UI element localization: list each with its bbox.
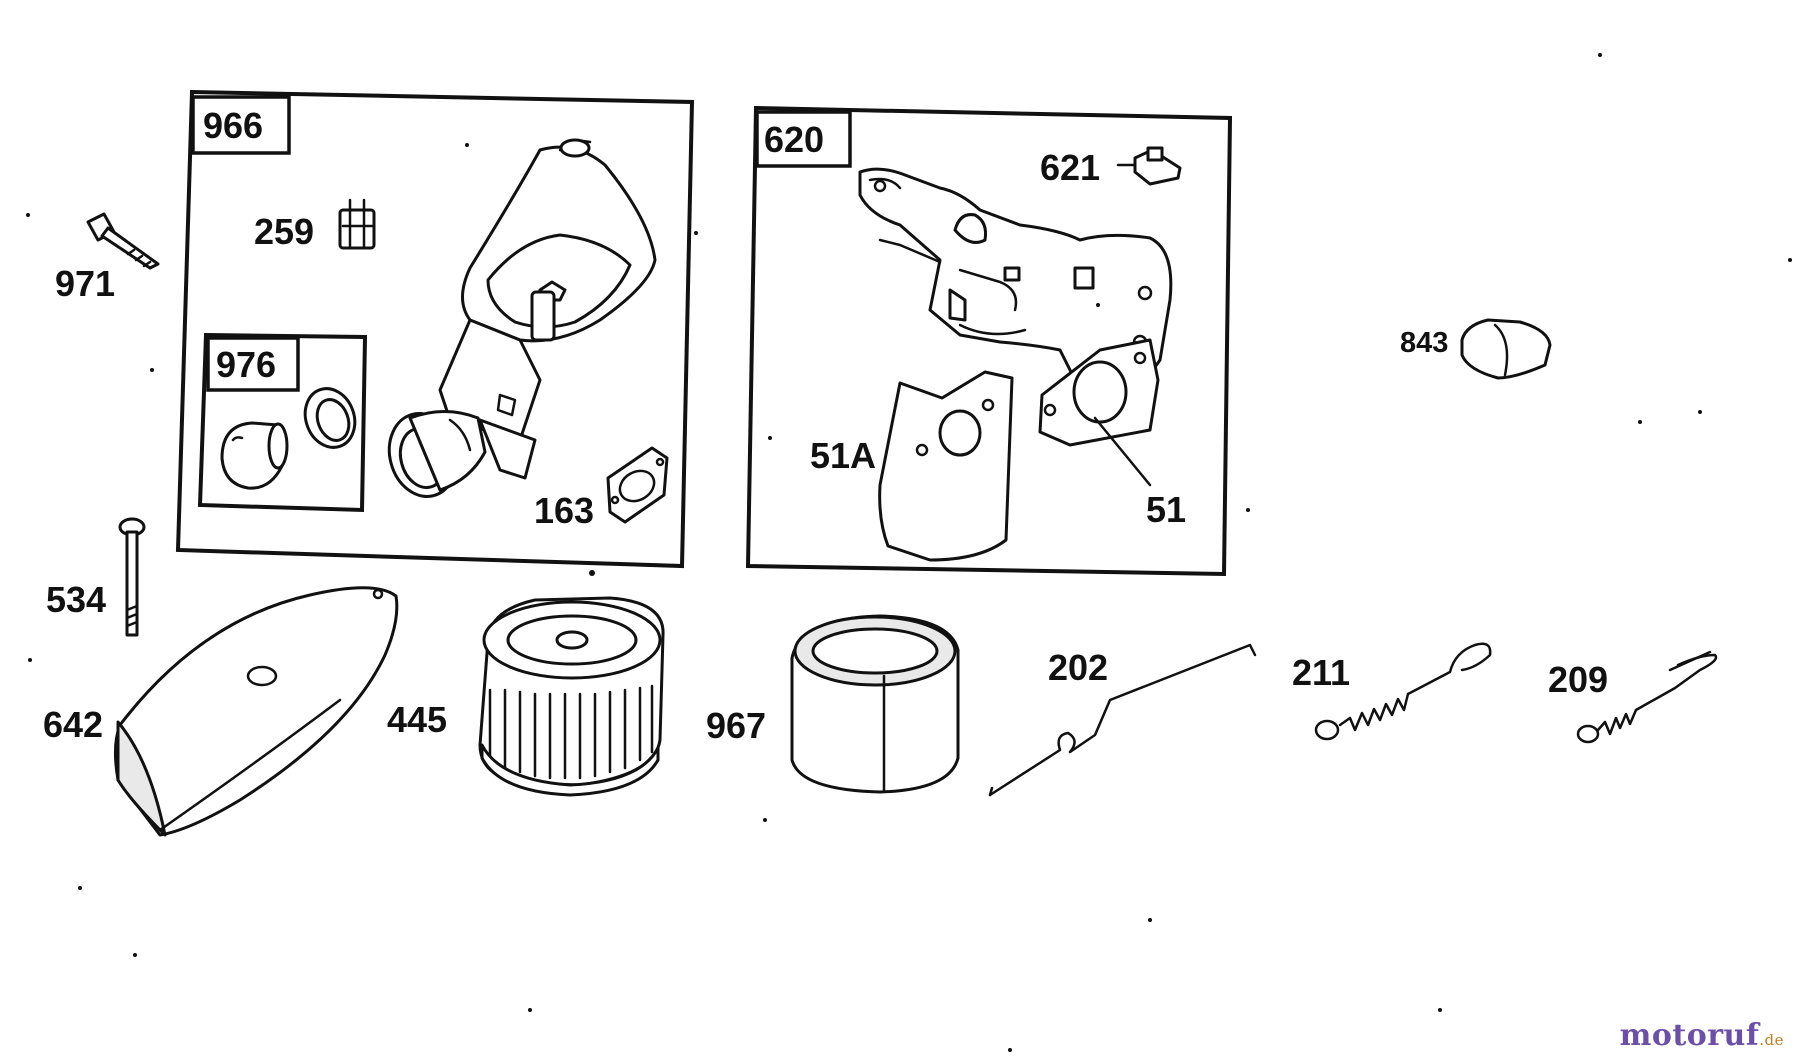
watermark-main: motoruf (1619, 1018, 1760, 1053)
part-621: 621 (1040, 146, 1182, 188)
spring-211-icon (1314, 642, 1492, 741)
part-534: 534 (46, 517, 146, 637)
part-51a: 51A (810, 370, 1014, 562)
part-843: 843 (1400, 318, 1552, 380)
part-163-label: 163 (534, 490, 594, 531)
foam-pad-843-icon (1460, 318, 1552, 380)
gasket-51-icon (1038, 338, 1160, 487)
scan-specks (26, 53, 1792, 1052)
part-971: 971 (55, 212, 160, 304)
part-534-label: 534 (46, 579, 106, 620)
part-209-label: 209 (1548, 659, 1608, 700)
group-box-620: 620 (745, 105, 1233, 577)
air-cleaner-base-part (387, 138, 657, 498)
watermark-tld: .de (1759, 1031, 1784, 1049)
part-202: 202 (988, 643, 1257, 797)
part-209: 209 (1548, 650, 1718, 744)
group-box-976: 976 (197, 332, 368, 513)
primer-bulb-part (220, 387, 357, 490)
part-642-label: 642 (43, 704, 103, 745)
part-163: 163 (534, 446, 669, 531)
part-202-label: 202 (1048, 647, 1108, 688)
part-642: 642 (43, 586, 399, 837)
part-967-label: 967 (706, 705, 766, 746)
air-filter-445-icon (478, 596, 665, 797)
group-box-966: 966 (175, 89, 695, 569)
group-box-966-label: 966 (203, 105, 263, 146)
clip-icon (338, 198, 376, 250)
group-box-976-label: 976 (216, 344, 276, 385)
bolt-971-icon (86, 212, 160, 270)
part-967: 967 (706, 614, 960, 794)
spring-209-icon (1576, 650, 1718, 744)
part-51-label: 51 (1146, 489, 1186, 530)
part-445-label: 445 (387, 699, 447, 740)
part-211: 211 (1292, 642, 1492, 741)
motoruf-watermark: motoruf.de (1620, 1018, 1784, 1053)
governor-link-202-icon (988, 643, 1257, 797)
part-211-label: 211 (1292, 652, 1350, 693)
part-445: 445 (387, 596, 665, 797)
gasket-163-icon (606, 446, 669, 524)
part-843-label: 843 (1400, 327, 1448, 359)
part-259-label: 259 (254, 211, 314, 252)
pre-cleaner-967-icon (790, 614, 960, 794)
insulator-51a-icon (878, 370, 1014, 562)
part-621-label: 621 (1040, 147, 1100, 188)
screw-534-icon (118, 517, 146, 637)
part-971-label: 971 (55, 263, 115, 304)
bracket-621-icon (1116, 146, 1182, 186)
part-259: 259 (254, 198, 376, 252)
cover-642-icon (113, 586, 399, 837)
group-box-620-label: 620 (764, 119, 824, 160)
part-51a-label: 51A (810, 435, 876, 476)
part-51: 51 (1038, 338, 1186, 530)
